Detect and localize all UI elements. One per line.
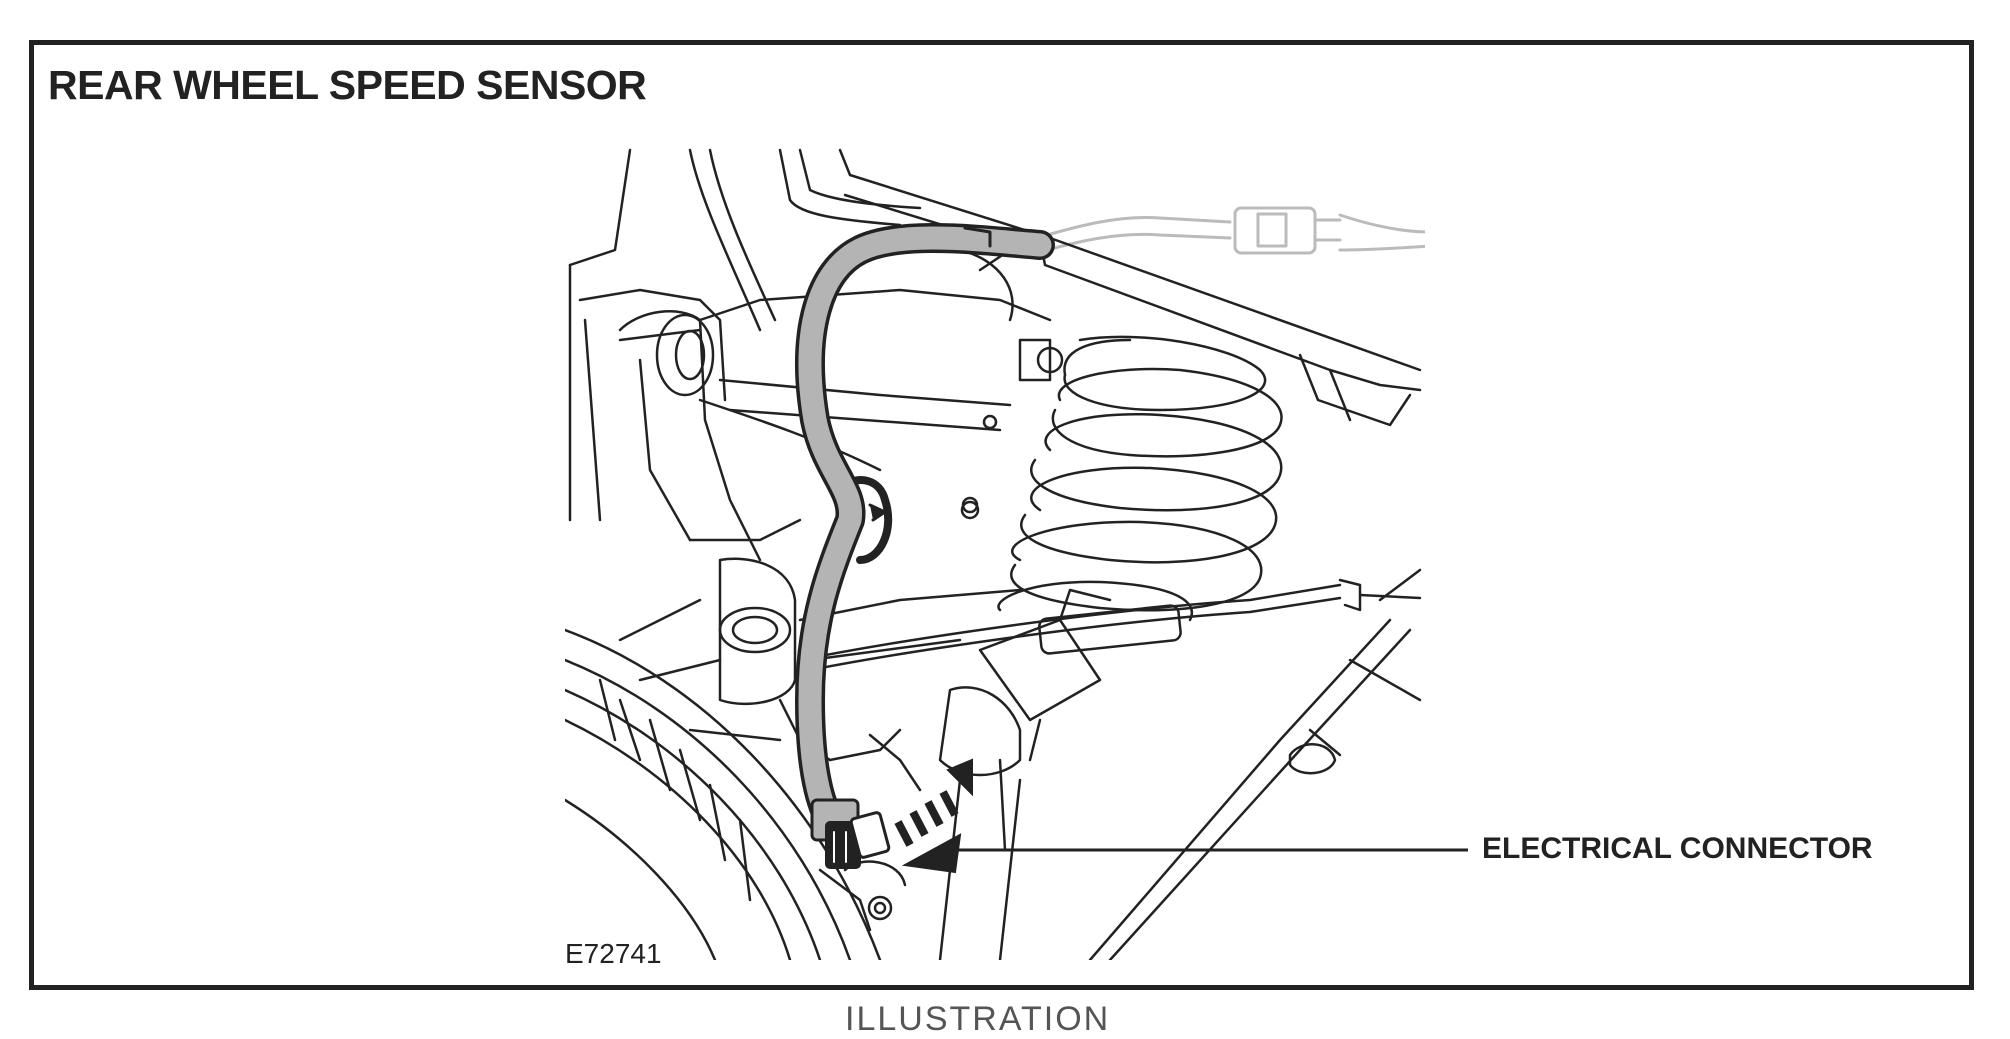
coil-spring [997,335,1283,622]
figure-frame [29,40,1974,990]
figure-title: REAR WHEEL SPEED SENSOR [48,62,647,108]
cable-clip [841,476,893,564]
callout-label: ELECTRICAL CONNECTOR [1482,832,1873,865]
upper-control-arm [618,288,1052,562]
brake-disc [565,628,882,960]
fasteners [958,248,1064,514]
brake-cable [798,578,1422,674]
ghost-harness [1028,206,1425,257]
suspension-illustration [565,148,1468,960]
sensor-harness [795,223,1055,869]
figure-id: E72741 [565,938,662,969]
link-rod [1088,568,1422,960]
disconnect-arrow [894,758,973,847]
callout-leader [901,833,1468,874]
figure-caption: ILLUSTRATION [845,1000,1111,1038]
